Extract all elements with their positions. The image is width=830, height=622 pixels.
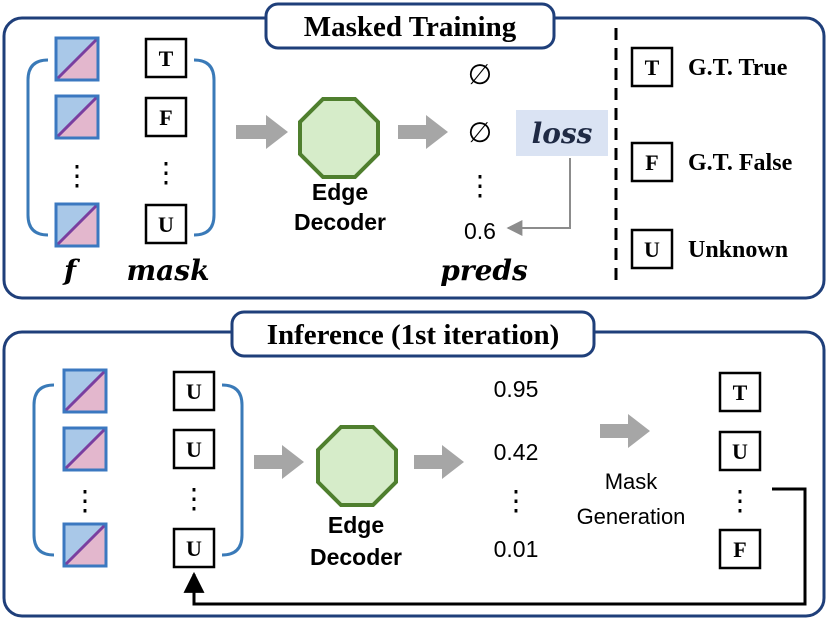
feedback-loop-arrow [183,487,807,606]
training-left-bracket [26,58,49,237]
vdots: ⋮ [152,156,180,189]
training-title-box [264,2,556,50]
loss-box [516,110,608,156]
pred-value: ∅ [468,116,492,149]
output-box [718,430,762,472]
vdots: ⋮ [71,484,99,517]
feature-cell [54,202,100,248]
vdots: ⋮ [466,169,494,202]
mask-box [172,428,216,470]
block-arrow-icon [254,445,304,479]
feature-cell [54,94,100,140]
mask-generation-line1: Mask [605,469,659,494]
vdots: ⋮ [180,482,208,515]
mask-box [144,96,188,138]
vdots: ⋮ [726,484,754,517]
block-arrow-icon [414,445,464,479]
legend-box [630,46,674,88]
preds-label: preds [440,254,528,287]
legend-box [630,141,674,183]
feature-cell [62,426,108,472]
inference-right-bracket [221,383,244,557]
pred-value: 0.01 [494,536,539,562]
legend-box-label: F [645,150,658,175]
mask-box [172,370,216,412]
pred-value: ∅ [468,58,492,91]
decoder-label-line2: Decoder [310,544,402,570]
mask-box-label: U [186,536,202,561]
training-right-bracket [193,58,216,237]
feature-cell [54,36,100,82]
decoder-label-line1: Edge [312,179,368,205]
octagon-icon [298,97,380,179]
output-box [718,528,762,570]
mask-box-label: U [158,212,174,237]
mask-box-label: U [186,379,202,404]
block-arrow-icon [398,115,448,149]
mask-generation-line2: Generation [577,504,686,529]
output-box-label: U [732,439,748,464]
output-box-label: F [733,537,746,562]
mask-label: mask [127,254,210,287]
inference-title: Inference (1st iteration) [267,319,560,351]
loss-label: loss [532,117,593,150]
loss-feedback-arrow [506,158,571,236]
pred-value: 0.42 [494,439,539,465]
output-box-label: T [733,380,748,405]
mask-box-label: T [159,46,174,71]
feature-cell [62,522,108,568]
mask-box-label: F [159,105,172,130]
octagon-icon [316,425,398,507]
inference-title-box [230,310,596,358]
inference-panel [2,330,826,618]
decoder-label-line1: Edge [328,512,384,538]
vdots: ⋮ [502,484,530,517]
block-arrow-icon [236,115,288,149]
decoder-label-line2: Decoder [294,209,386,235]
legend-box-label: T [645,55,660,80]
pred-value: 0.6 [464,218,496,244]
mask-box [172,527,216,569]
mask-box [144,37,188,79]
mask-box-label: U [186,437,202,462]
mask-box [144,203,188,245]
legend-label: G.T. True [688,55,788,81]
legend-box-label: U [644,237,660,262]
vdots: ⋮ [63,159,91,192]
legend-label: Unknown [688,237,788,263]
legend-label: G.T. False [688,150,793,176]
inference-left-bracket [32,383,55,557]
feature-cell [62,368,108,414]
block-arrow-icon [600,414,650,448]
output-box [718,371,762,413]
legend-box [630,228,674,270]
pred-value: 0.95 [494,376,539,402]
training-title: Masked Training [304,11,517,43]
